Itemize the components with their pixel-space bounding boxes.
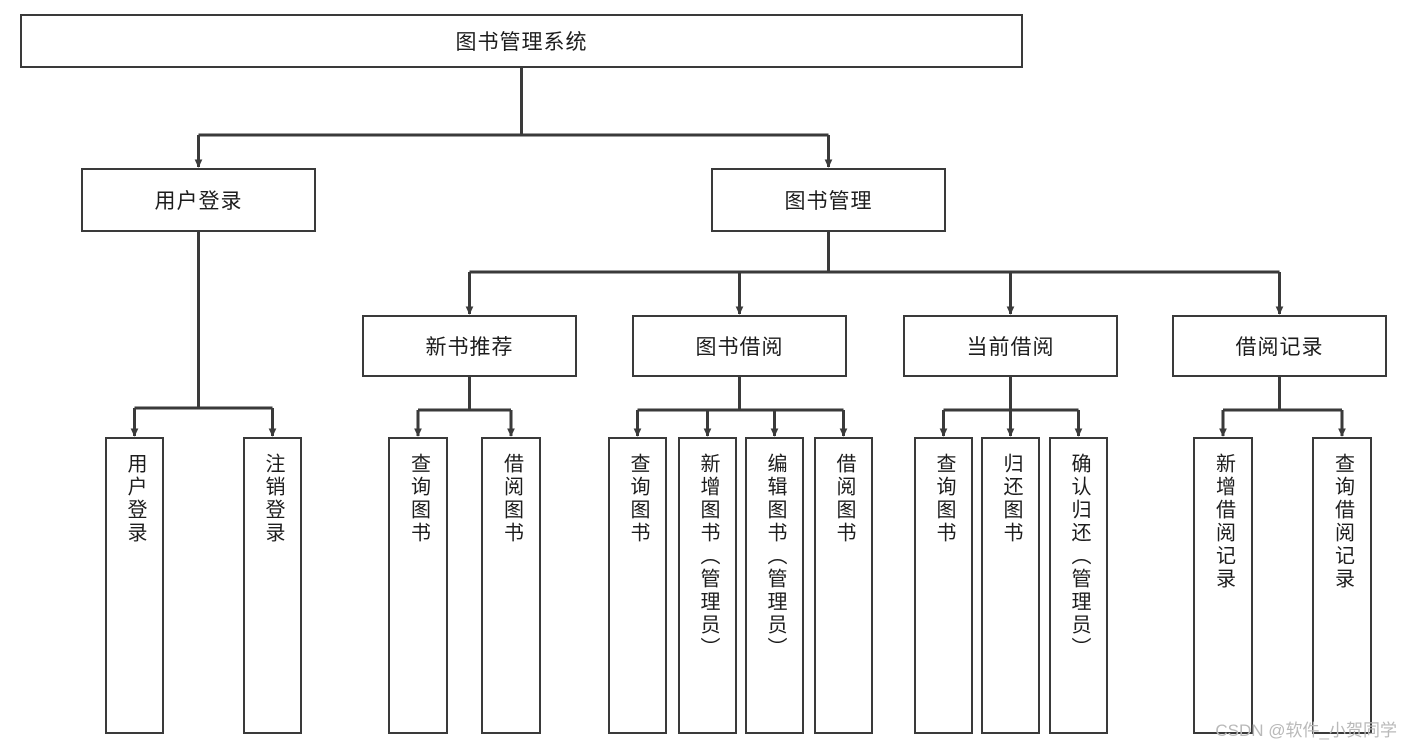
node-label: 用户登录 xyxy=(154,190,243,213)
node-label: 归还图书 xyxy=(1000,453,1022,545)
node-label: 确认归还（管理员） xyxy=(1068,453,1090,660)
node-newbook[interactable]: 新书推荐 xyxy=(362,315,577,377)
node-leaf12[interactable]: 新增借阅记录 xyxy=(1193,437,1253,734)
node-label: 用户登录 xyxy=(124,453,146,545)
node-root[interactable]: 图书管理系统 xyxy=(20,14,1023,68)
node-label: 借阅图书 xyxy=(500,453,523,545)
node-current[interactable]: 当前借阅 xyxy=(903,315,1118,377)
node-leaf8[interactable]: 借阅图书 xyxy=(814,437,873,734)
node-leaf13[interactable]: 查询借阅记录 xyxy=(1312,437,1372,734)
node-leaf4[interactable]: 借阅图书 xyxy=(481,437,541,734)
node-label: 图书管理系统 xyxy=(455,31,588,54)
node-leaf2[interactable]: 注销登录 xyxy=(243,437,302,734)
node-label: 注销登录 xyxy=(262,453,284,545)
node-label: 查询图书 xyxy=(627,453,649,545)
node-label: 借阅记录 xyxy=(1235,336,1324,359)
node-leaf6[interactable]: 新增图书（管理员） xyxy=(678,437,737,734)
node-login[interactable]: 用户登录 xyxy=(81,168,316,232)
node-records[interactable]: 借阅记录 xyxy=(1172,315,1387,377)
connector-group xyxy=(130,68,1346,437)
node-label: 新增图书（管理员） xyxy=(697,453,719,660)
node-leaf9[interactable]: 查询图书 xyxy=(914,437,973,734)
node-leaf10[interactable]: 归还图书 xyxy=(981,437,1040,734)
node-leaf3[interactable]: 查询图书 xyxy=(388,437,448,734)
node-label: 新增借阅记录 xyxy=(1212,453,1235,591)
node-label: 借阅图书 xyxy=(833,453,855,545)
node-bookmgmt[interactable]: 图书管理 xyxy=(711,168,946,232)
node-leaf11[interactable]: 确认归还（管理员） xyxy=(1049,437,1108,734)
node-label: 查询借阅记录 xyxy=(1331,453,1354,591)
node-label: 新书推荐 xyxy=(425,336,514,359)
node-borrow[interactable]: 图书借阅 xyxy=(632,315,847,377)
node-label: 图书管理 xyxy=(784,190,873,213)
node-label: 查询图书 xyxy=(933,453,955,545)
node-leaf1[interactable]: 用户登录 xyxy=(105,437,164,734)
node-label: 当前借阅 xyxy=(966,336,1055,359)
node-label: 查询图书 xyxy=(407,453,430,545)
node-leaf7[interactable]: 编辑图书（管理员） xyxy=(745,437,804,734)
node-label: 编辑图书（管理员） xyxy=(764,453,786,660)
node-label: 图书借阅 xyxy=(695,336,784,359)
node-leaf5[interactable]: 查询图书 xyxy=(608,437,667,734)
